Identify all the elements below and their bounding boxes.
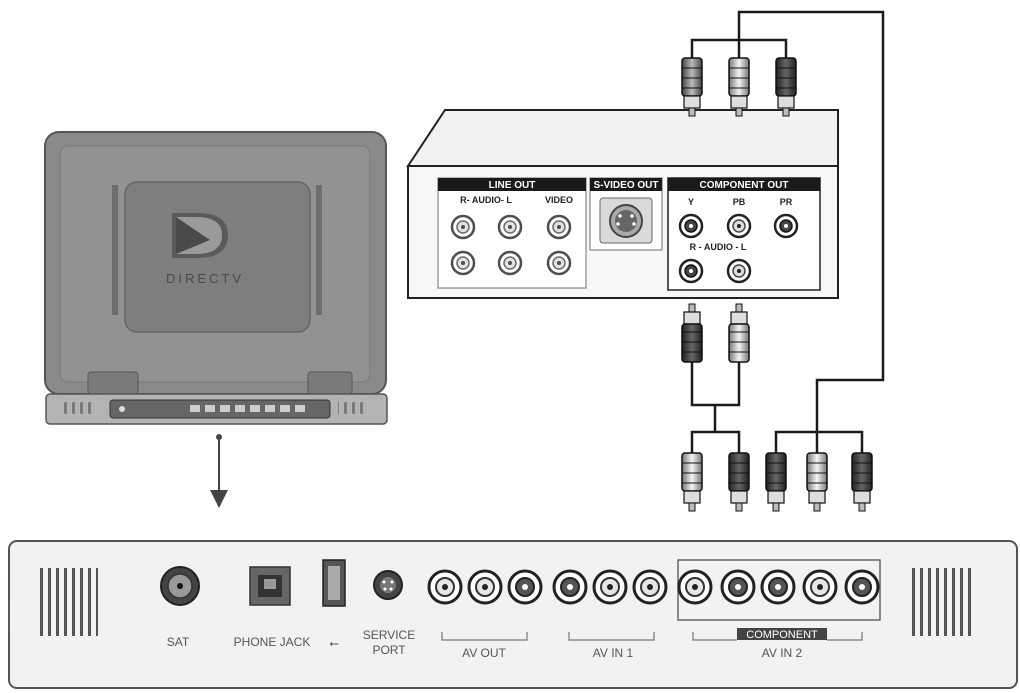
logo-text: DIRECTV — [166, 271, 244, 286]
audio-r-jack — [678, 258, 704, 284]
receiver-unit: DIRECTV — [44, 131, 388, 425]
left-vent — [36, 568, 98, 636]
av-in1-jacks[interactable] — [552, 569, 668, 605]
sat-connector[interactable] — [160, 566, 200, 606]
component-pr-jack — [773, 213, 799, 239]
phone-jack[interactable] — [249, 566, 291, 606]
av-out-jacks[interactable] — [427, 569, 543, 605]
cables — [690, 10, 885, 455]
service-port[interactable] — [373, 570, 403, 600]
audio-l-jack — [726, 258, 752, 284]
line-out-group: LINE OUT R- AUDIO- L VIDEO — [437, 177, 587, 289]
component-header-bar — [737, 628, 827, 640]
phone-jack-label: PHONE JACK — [234, 635, 311, 649]
component-header: COMPONENT — [746, 629, 818, 641]
component-plugs-top — [681, 57, 797, 117]
component-y-label: Y — [688, 197, 694, 207]
right-vent — [912, 568, 974, 636]
service-label-line2: PORT — [372, 643, 406, 657]
component-y-jack — [678, 213, 704, 239]
svideo-out-header: S-VIDEO OUT — [593, 180, 658, 191]
tv-rear-panel: SAT PHONE JACK ⭠ SERVICE PORT AV O — [8, 540, 1018, 689]
usb-port[interactable] — [322, 559, 346, 607]
component-out-header: COMPONENT OUT — [700, 180, 789, 191]
component-pr-label: PR — [780, 197, 793, 207]
directv-logo: DIRECTV — [166, 213, 244, 286]
line-out-video-label: VIDEO — [545, 195, 573, 205]
panel-plugs — [681, 452, 873, 512]
service-label-line1: SERVICE — [363, 628, 415, 642]
av-in2-label: AV IN 2 — [762, 646, 803, 660]
usb-icon: ⭠ — [329, 636, 339, 650]
dvd-player: LINE OUT R- AUDIO- L VIDEO S-VIDEO OUT — [406, 109, 839, 299]
component-pb-label: PB — [733, 197, 746, 207]
component-audio-label: R - AUDIO - L — [690, 242, 747, 252]
audio-plugs-dvd — [681, 303, 750, 363]
svideo-out-group: S-VIDEO OUT — [589, 177, 663, 251]
av-in1-label: AV IN 1 — [593, 646, 634, 660]
sat-label: SAT — [167, 635, 190, 649]
down-arrow-icon — [210, 434, 228, 508]
line-out-header: LINE OUT — [489, 180, 536, 191]
line-out-audio-label: R- AUDIO- L — [460, 195, 512, 205]
av-out-label: AV OUT — [462, 646, 506, 660]
component-pb-jack — [726, 213, 752, 239]
component-out-group: COMPONENT OUT Y PB PR R - AUDIO - L — [667, 177, 821, 291]
